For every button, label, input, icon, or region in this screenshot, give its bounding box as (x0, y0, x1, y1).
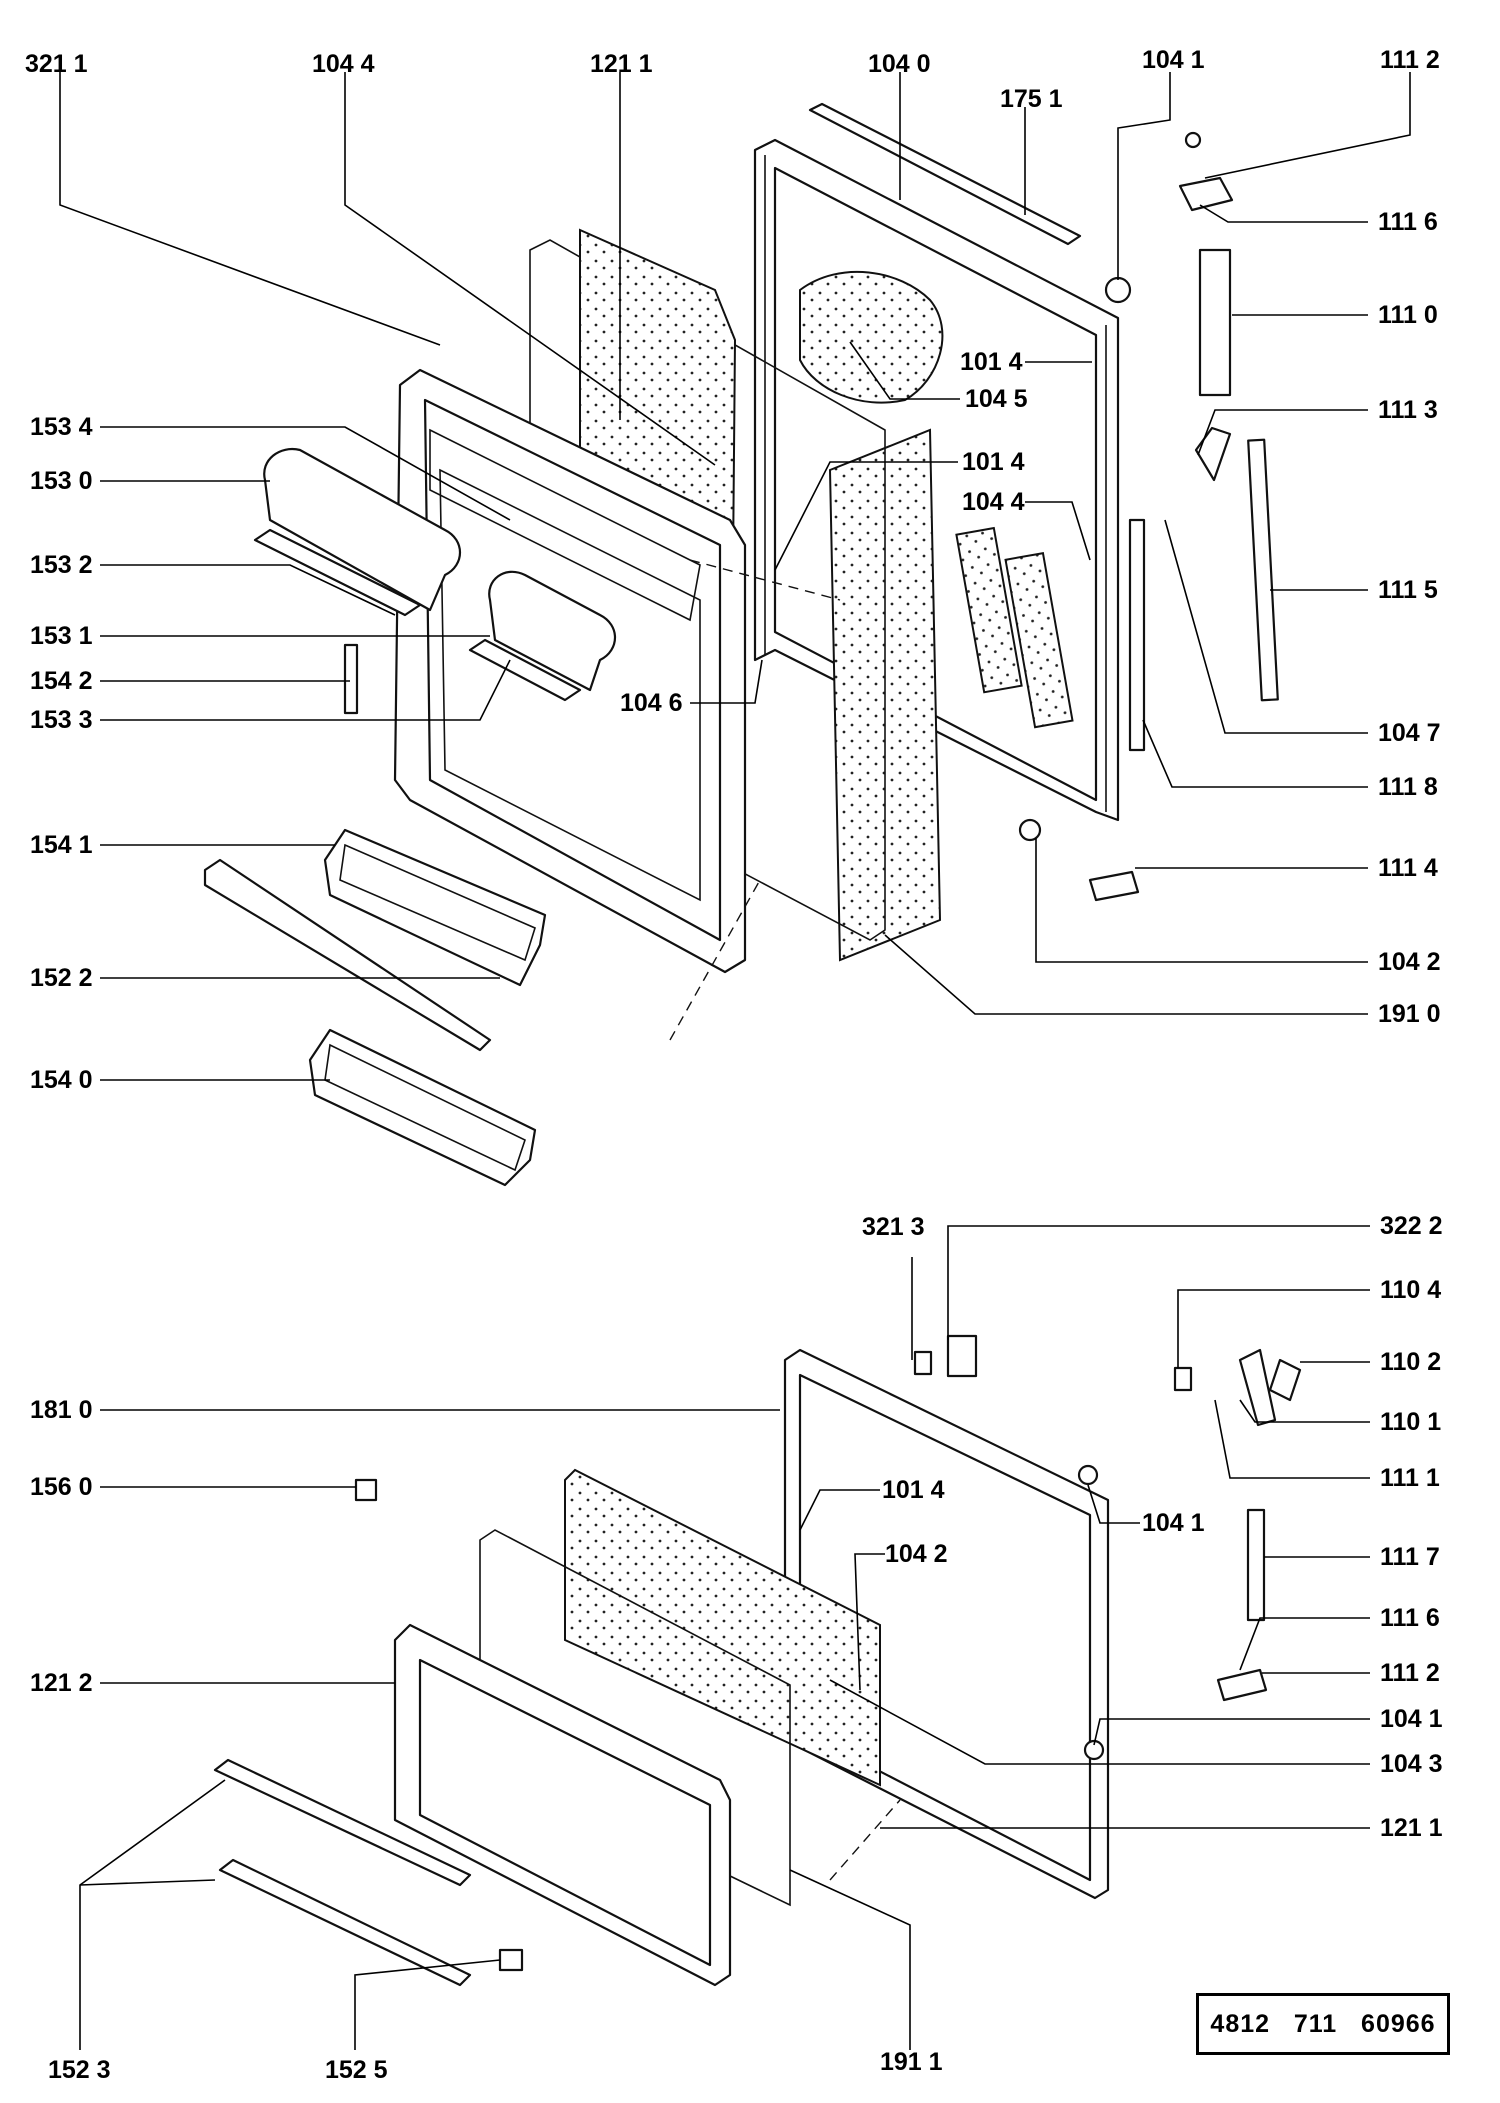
hinge-110-2 (1268, 1358, 1302, 1402)
callout-111-4: 111 4 (1378, 854, 1438, 882)
callout-181-0: 181 0 (30, 1396, 93, 1424)
callout-110-4: 110 4 (1380, 1276, 1441, 1304)
bar-152-3-lower (218, 1858, 472, 1987)
callout-labels: 321 1 104 4 121 1 104 0 175 1 104 1 111 … (25, 46, 1443, 2084)
clip-156-0 (354, 1478, 378, 1502)
callout-156-0: 156 0 (30, 1473, 93, 1501)
callout-121-2: 121 2 (30, 1669, 93, 1697)
callout-111-7: 111 7 (1380, 1543, 1440, 1571)
clip-152-5 (498, 1948, 524, 1972)
callout-152-3: 152 3 (48, 2056, 111, 2084)
callout-154-2: 154 2 (30, 667, 93, 695)
bar-152-2 (203, 858, 492, 1052)
shelf-153-0 (253, 447, 461, 617)
hinge-bush-104-2 (1018, 818, 1042, 842)
shelf-153-1 (468, 570, 616, 702)
callout-101-4-top: 101 4 (960, 348, 1023, 376)
bush-104-1-lower (1083, 1739, 1105, 1761)
hinge-111-3 (1194, 426, 1232, 482)
callout-111-8: 111 8 (1378, 773, 1438, 801)
callout-153-2: 153 2 (30, 551, 93, 579)
seal-strip-111-7 (1246, 1508, 1266, 1622)
callout-175-1: 175 1 (1000, 85, 1063, 113)
callout-321-1: 321 1 (25, 50, 88, 78)
callout-154-1: 154 1 (30, 831, 93, 859)
callout-111-2-top: 111 2 (1380, 46, 1440, 74)
bin-154-1 (323, 828, 547, 987)
label-322-2 (946, 1334, 978, 1378)
callout-104-3: 104 3 (1380, 1750, 1443, 1778)
hinge-bottom-111-2 (1216, 1668, 1268, 1702)
foam-panel-121-1-lower (564, 1468, 881, 1787)
callout-191-0: 191 0 (1378, 1000, 1441, 1028)
callout-101-4-lower: 101 4 (882, 1476, 945, 1504)
callout-110-1: 110 1 (1380, 1408, 1441, 1436)
callout-322-2: 322 2 (1380, 1212, 1443, 1240)
clip-154-2 (343, 643, 359, 715)
callout-104-2-lower: 104 2 (885, 1540, 948, 1568)
callout-104-1-lower: 104 1 (1380, 1705, 1443, 1733)
hinge-pin-104-1 (1104, 276, 1132, 304)
callout-104-1-mid: 104 1 (1142, 1509, 1205, 1537)
cap-110-4 (1173, 1366, 1193, 1392)
callout-104-1-top: 104 1 (1142, 46, 1205, 74)
callout-104-6: 104 6 (620, 689, 683, 717)
callout-104-4-mid: 104 4 (962, 488, 1025, 516)
top-strip-175-1 (808, 102, 1082, 246)
callout-111-0: 111 0 (1378, 301, 1438, 329)
callout-153-0: 153 0 (30, 467, 93, 495)
callout-104-5: 104 5 (965, 385, 1028, 413)
seal-strip-111-8 (1128, 518, 1146, 752)
hinge-bracket-111-2 (1178, 176, 1234, 212)
drawing-number-box: 4812 711 60966 (1196, 1993, 1450, 2055)
callout-152-2: 152 2 (30, 964, 93, 992)
insulation-patch-104-5 (799, 270, 944, 404)
bin-154-0 (308, 1028, 537, 1187)
callout-111-1: 111 1 (1380, 1464, 1440, 1492)
seal-strip-111-5 (1247, 438, 1279, 702)
freezer-liner-121-2 (393, 1623, 732, 1987)
lower-door-assembly (213, 1334, 1302, 1987)
callout-154-0: 154 0 (30, 1066, 93, 1094)
callout-101-4-mid: 101 4 (962, 448, 1025, 476)
callout-153-4: 153 4 (30, 413, 93, 441)
bar-152-3-upper (213, 1758, 472, 1887)
callout-152-5: 152 5 (325, 2056, 388, 2084)
callout-111-6-top: 111 6 (1378, 208, 1438, 236)
callout-121-1-top: 121 1 (590, 50, 653, 78)
callout-153-1: 153 1 (30, 622, 93, 650)
label-321-3 (913, 1350, 933, 1376)
callout-121-1-lower: 121 1 (1380, 1814, 1443, 1842)
callout-111-2-lower: 111 2 (1380, 1659, 1440, 1687)
callout-110-2: 110 2 (1380, 1348, 1441, 1376)
callout-191-1: 191 1 (880, 2048, 943, 2076)
hinge-bottom-111-4 (1088, 870, 1140, 902)
hinge-cover-111-0 (1198, 248, 1232, 397)
upper-door-assembly (203, 102, 1279, 1187)
callout-111-3: 111 3 (1378, 396, 1438, 424)
hinge-pin-104-1-lower (1077, 1464, 1099, 1486)
callout-104-4-top: 104 4 (312, 50, 375, 78)
callout-153-3: 153 3 (30, 706, 93, 734)
leader-lines (59, 72, 1411, 2050)
callout-111-6-lower: 111 6 (1380, 1604, 1440, 1632)
callout-104-7: 104 7 (1378, 719, 1441, 747)
callout-104-0: 104 0 (868, 50, 931, 78)
callout-321-3: 321 3 (862, 1213, 925, 1241)
callout-104-2-top: 104 2 (1378, 948, 1441, 976)
hinge-110-1 (1238, 1348, 1277, 1427)
callout-111-5: 111 5 (1378, 576, 1438, 604)
drawing-number: 4812 711 60966 (1210, 2009, 1436, 2038)
